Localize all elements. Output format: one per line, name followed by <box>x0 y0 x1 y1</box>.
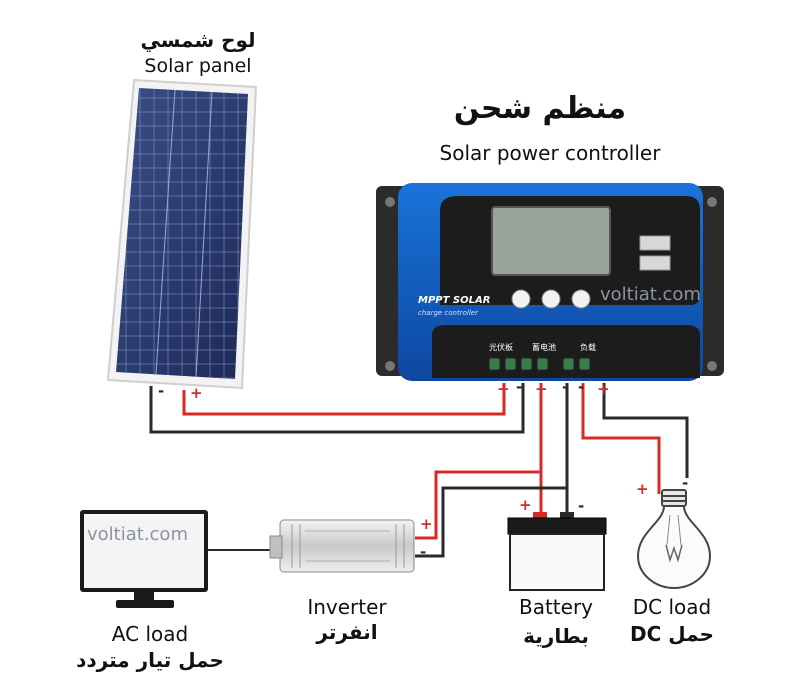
port-label-load: 负载 <box>580 342 596 352</box>
solar-panel-label-ar: لوح شمسي <box>140 28 256 52</box>
ctrl-pv-pos-sign: + <box>497 380 510 398</box>
bulb-neg-sign: - <box>682 474 688 492</box>
battery-label-ar: بطارية <box>523 624 589 648</box>
inverter-neg-sign: - <box>420 543 426 561</box>
battery-label-en: Battery <box>518 595 594 619</box>
panel-pos-sign: + <box>190 384 203 402</box>
controller-label-en: Solar power controller <box>439 141 661 165</box>
wire-panel-positive <box>182 383 506 416</box>
watermark-controller: voltiat.com <box>600 284 701 305</box>
panel-neg-sign: - <box>158 382 164 400</box>
usb-port-1 <box>639 235 671 251</box>
ctrl-load-neg-sign: - <box>578 378 584 396</box>
wire-inverter-negative <box>415 486 567 558</box>
port-label-pv: 光伏板 <box>489 342 513 352</box>
controller-button-1 <box>511 289 531 309</box>
ctrl-bat-neg-sign: - <box>562 378 568 396</box>
battery-pos-sign: + <box>519 496 532 514</box>
inverter-label-ar: انفرتر <box>316 620 378 644</box>
bulb-icon <box>636 489 712 590</box>
ctrl-pv-neg-sign: - <box>516 378 522 396</box>
port-label-battery: 蓄电池 <box>532 342 556 352</box>
acload-label-en: AC load <box>111 622 189 646</box>
wire-dcload-positive <box>581 383 661 494</box>
battery-neg-sign: - <box>578 497 584 515</box>
acload-label-ar: حمل تيار متردد <box>76 648 224 672</box>
wire-panel-negative <box>149 383 525 434</box>
inverter-label-en: Inverter <box>307 595 387 619</box>
dcload-label-ar: حمل DC <box>630 622 714 646</box>
controller-subbrand-text: charge controller <box>418 309 479 317</box>
wire-dcload-negative <box>602 383 689 478</box>
ctrl-bat-pos-sign: + <box>535 380 548 398</box>
wires <box>149 383 689 558</box>
inverter-pos-sign: + <box>420 515 433 533</box>
monitor-icon <box>80 510 208 608</box>
ctrl-load-pos-sign: + <box>597 380 610 398</box>
inverter <box>269 519 415 573</box>
controller-brand-text: MPPT SOLAR <box>418 295 490 306</box>
bulb-pos-sign: + <box>636 480 649 498</box>
solar-panel <box>106 78 258 390</box>
dcload-label-en: DC load <box>632 595 712 619</box>
controller-label-ar: منظم شحن <box>453 91 627 126</box>
charge-controller: MPPT SOLAR charge controller 光伏板 蓄电池 负载 <box>376 183 724 381</box>
controller-button-2 <box>541 289 561 309</box>
watermark-monitor: voltiat.com <box>87 524 188 545</box>
usb-port-2 <box>639 255 671 271</box>
lcd-screen <box>491 206 611 276</box>
polarity-markers: - + + - + - - + + - + - + - <box>158 378 688 561</box>
terminal-screws <box>488 357 591 371</box>
controller-button-3 <box>571 289 591 309</box>
battery <box>507 512 607 591</box>
wire-inverter-positive <box>415 470 541 540</box>
solar-panel-label-en: Solar panel <box>144 55 252 77</box>
